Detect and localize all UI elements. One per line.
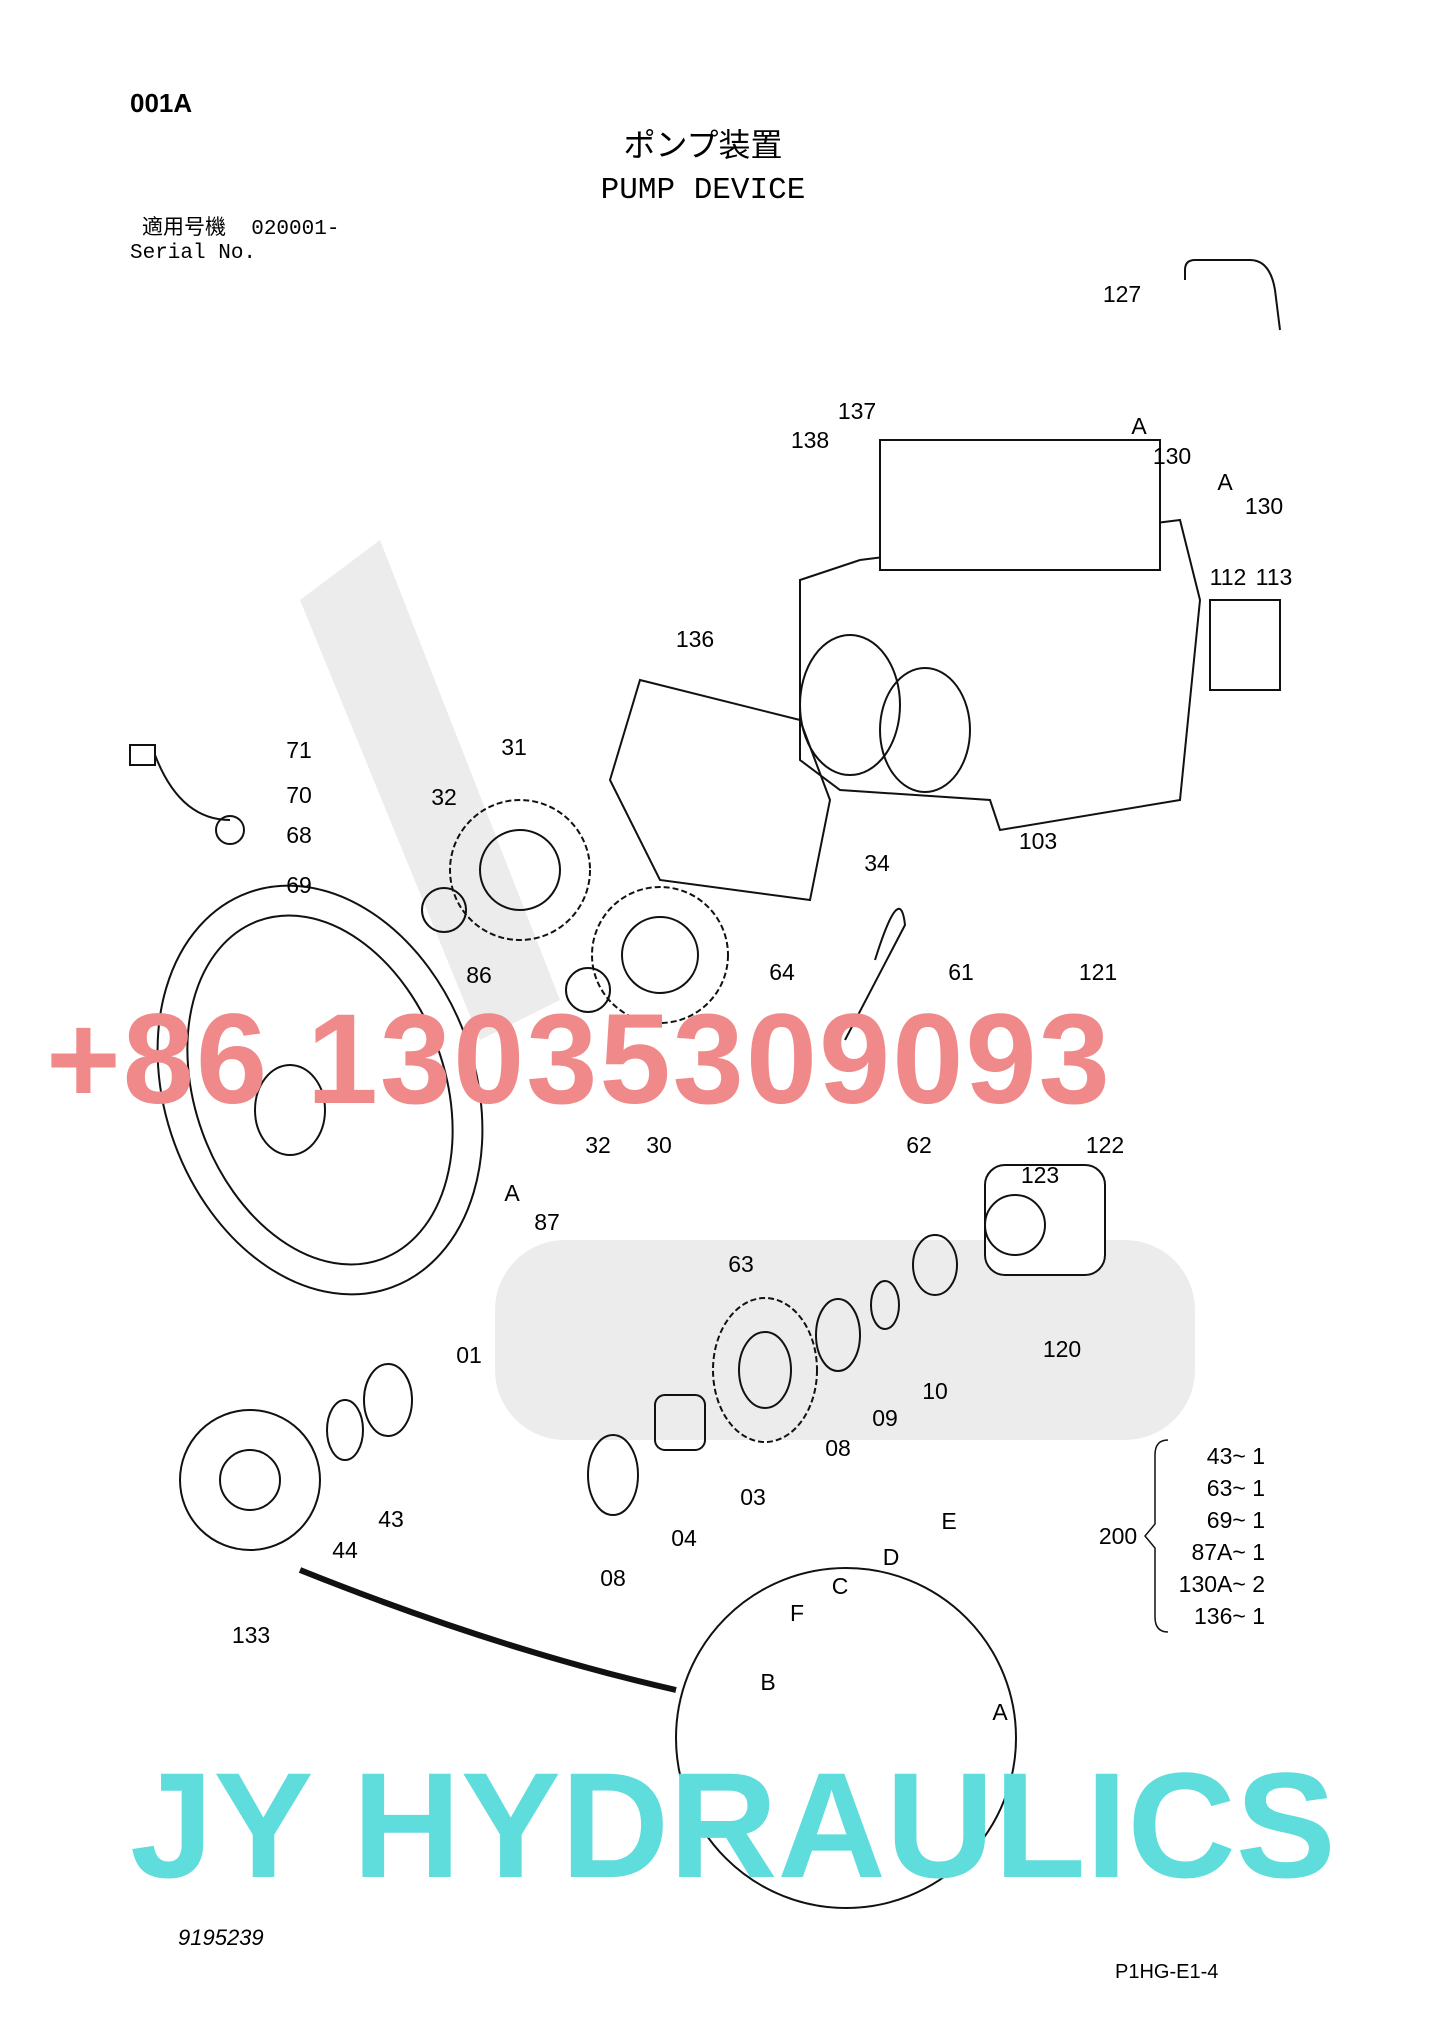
callout: 136	[675, 626, 715, 652]
callout: 70	[286, 782, 312, 808]
callout: 34	[864, 850, 890, 876]
kit-brace	[1144, 1439, 1169, 1633]
gear-30	[591, 886, 729, 1024]
kit-label: 200	[1098, 1523, 1138, 1549]
snap-rings-and-bearings	[326, 887, 958, 1516]
dipstick-61	[844, 907, 907, 1041]
title-japanese: ポンプ装置	[623, 127, 783, 163]
kit-item: 136~ 1	[1194, 1603, 1265, 1629]
callout: 63	[728, 1251, 754, 1277]
callout: A	[1131, 413, 1147, 439]
kit-item-list: 43~ 1 63~ 1 69~ 1 87A~ 1 130A~ 2 136~ 1	[1165, 1440, 1265, 1632]
callout: 03	[740, 1484, 766, 1510]
housing-01	[156, 884, 484, 1296]
phone-watermark: +86 13035309093	[46, 988, 1112, 1131]
kit-item: 87A~ 1	[1191, 1539, 1265, 1565]
brand-watermark: JY HYDRAULICS	[130, 1741, 1336, 1909]
callout: 44	[332, 1537, 358, 1563]
kit-item: 69~ 1	[1206, 1507, 1265, 1533]
callout: 127	[1102, 281, 1142, 307]
callout: 138	[790, 427, 830, 453]
callout: 04	[671, 1525, 697, 1551]
callout: 62	[906, 1132, 932, 1158]
title-english: PUMP DEVICE	[600, 173, 806, 208]
background-logo	[300, 540, 1195, 1440]
gear-pump-120	[984, 1164, 1106, 1276]
page-reference: P1HG-E1-4	[1115, 1961, 1219, 1983]
callout: E	[941, 1508, 957, 1534]
gear-31	[449, 799, 591, 941]
serial-label-jp: 適用号機 020001-	[142, 218, 339, 242]
callout: 87	[534, 1209, 560, 1235]
callout: D	[882, 1544, 900, 1570]
gear-03	[712, 1297, 818, 1443]
kit-item: 130A~ 2	[1178, 1571, 1265, 1597]
callout: F	[789, 1600, 805, 1626]
serial-label-en: Serial No.	[130, 242, 257, 265]
drawing-number: 9195239	[178, 1925, 264, 1950]
sensor-68	[129, 744, 245, 845]
callout: 69	[286, 872, 312, 898]
callout: 71	[286, 737, 312, 763]
callout: 09	[872, 1405, 898, 1431]
serial-label-jp-text: 適用号機	[142, 218, 226, 241]
callout: A	[504, 1180, 520, 1206]
callout: A	[992, 1699, 1008, 1725]
callout: 32	[431, 784, 457, 810]
callout: 112	[1209, 564, 1247, 590]
callout: 103	[1018, 828, 1058, 854]
callout: 68	[286, 822, 312, 848]
callout: 120	[1042, 1336, 1082, 1362]
serial-value: 020001-	[251, 218, 340, 241]
callout: 64	[769, 959, 795, 985]
callout: 30	[646, 1132, 672, 1158]
callout: 08	[825, 1435, 851, 1461]
callout: 123	[1020, 1162, 1060, 1188]
callout: 130	[1152, 443, 1192, 469]
kit-item: 63~ 1	[1206, 1475, 1265, 1501]
callout: 137	[837, 398, 877, 424]
detail-leader	[298, 1567, 677, 1693]
callout: 121	[1078, 959, 1118, 985]
callout: A	[1217, 469, 1233, 495]
kit-item: 43~ 1	[1206, 1443, 1265, 1469]
callout: 113	[1255, 564, 1293, 590]
callout: 130	[1244, 493, 1284, 519]
gasket-136	[608, 678, 832, 902]
callout: 32	[585, 1132, 611, 1158]
callout: 133	[231, 1622, 271, 1648]
callout: 31	[501, 734, 527, 760]
callout: C	[831, 1573, 849, 1599]
callout: 08	[600, 1565, 626, 1591]
callout: 10	[922, 1378, 948, 1404]
callout: 43	[378, 1506, 404, 1532]
page-code: 001A	[130, 88, 193, 118]
coupling-133	[179, 1409, 321, 1551]
callout: 122	[1085, 1132, 1125, 1158]
callout: 01	[456, 1342, 482, 1368]
callout: 86	[466, 962, 492, 988]
main-pump-103	[799, 259, 1281, 832]
coupling-detail-circle	[675, 1567, 1017, 1909]
callout: B	[760, 1669, 776, 1695]
callout: 61	[948, 959, 974, 985]
